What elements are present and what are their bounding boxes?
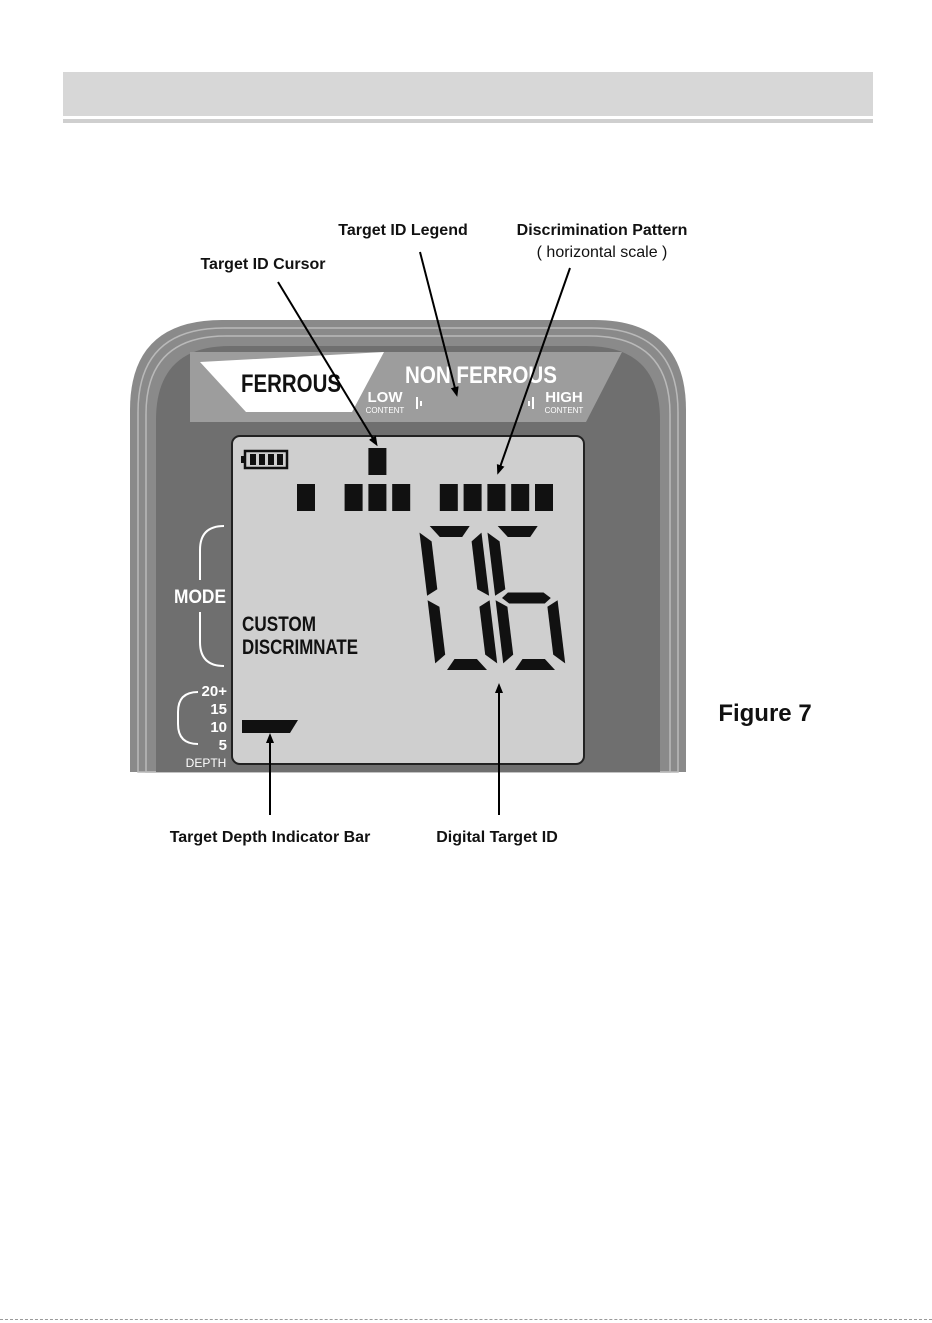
- discrimination-segment: [345, 484, 363, 511]
- discrimination-segment: [535, 484, 553, 511]
- battery-segment: [259, 454, 265, 465]
- callout-target-depth-indicator-bar: Target Depth Indicator Bar: [170, 829, 371, 846]
- low-content-label: CONTENT: [366, 406, 405, 415]
- callout-discrimination-pattern: Discrimination Pattern: [517, 222, 688, 239]
- discrimination-segment: [464, 484, 482, 511]
- digit-segment-middle: [502, 593, 551, 604]
- discrimination-segment: [511, 484, 529, 511]
- target-depth-indicator-bar: [242, 720, 298, 733]
- mode-line-2: DISCRIMNATE: [242, 636, 358, 659]
- callout-target-id-cursor: Target ID Cursor: [200, 256, 325, 273]
- discrimination-segment: [392, 484, 410, 511]
- mode-line-1: CUSTOM: [242, 613, 316, 636]
- high-label: HIGH: [545, 389, 583, 406]
- callout-target-id-legend: Target ID Legend: [338, 222, 468, 239]
- discrimination-segment: [368, 484, 386, 511]
- depth-value-5: 5: [219, 737, 227, 754]
- mode-label: MODE: [174, 587, 226, 608]
- depth-label: DEPTH: [186, 756, 227, 770]
- battery-segment: [277, 454, 283, 465]
- target-id-cursor: [368, 448, 386, 475]
- figure-label: Figure 7: [718, 700, 811, 727]
- cursor-segment: [368, 448, 386, 475]
- battery-segment: [250, 454, 256, 465]
- depth-value-15: 15: [210, 701, 227, 718]
- battery-segment: [268, 454, 274, 465]
- non-ferrous-label: NON FERROUS: [405, 362, 557, 389]
- target-id-legend-band: FERROUS NON FERROUS LOW CONTENT HIGH CON…: [190, 352, 622, 422]
- callout-discrimination-pattern-sub: ( horizontal scale ): [537, 244, 668, 261]
- page-bottom-rule: [0, 1319, 932, 1320]
- ferrous-label: FERROUS: [241, 370, 341, 398]
- discrimination-segment: [487, 484, 505, 511]
- depth-value-20: 20+: [202, 683, 228, 700]
- depth-value-10: 10: [210, 719, 227, 736]
- low-label: LOW: [368, 389, 404, 406]
- callout-digital-target-id: Digital Target ID: [436, 829, 558, 846]
- high-content-label: CONTENT: [545, 406, 584, 415]
- discrimination-segment: [440, 484, 458, 511]
- lcd-screen: CUSTOM DISCRIMNATE: [232, 436, 584, 764]
- discrimination-segment: [297, 484, 315, 511]
